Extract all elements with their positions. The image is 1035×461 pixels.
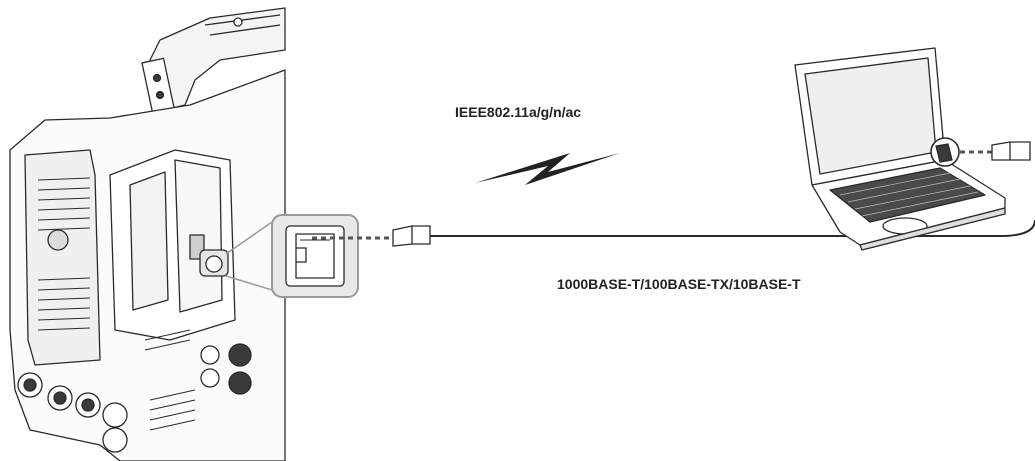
rj45-plug-icon bbox=[992, 142, 1030, 160]
lightning-bolt-icon bbox=[475, 153, 620, 185]
laptop-illustration bbox=[795, 48, 1005, 250]
lan-port-zoom-callout bbox=[272, 215, 358, 297]
rj45-plug-icon bbox=[393, 226, 430, 246]
camcorder-illustration bbox=[10, 8, 285, 461]
screw-knob bbox=[48, 230, 68, 250]
wireless-standard-label: IEEE802.11a/g/n/ac bbox=[455, 104, 581, 120]
rj45-jack-icon bbox=[296, 234, 334, 278]
wired-standard-label: 1000BASE-T/100BASE-TX/10BASE-T bbox=[557, 276, 801, 292]
